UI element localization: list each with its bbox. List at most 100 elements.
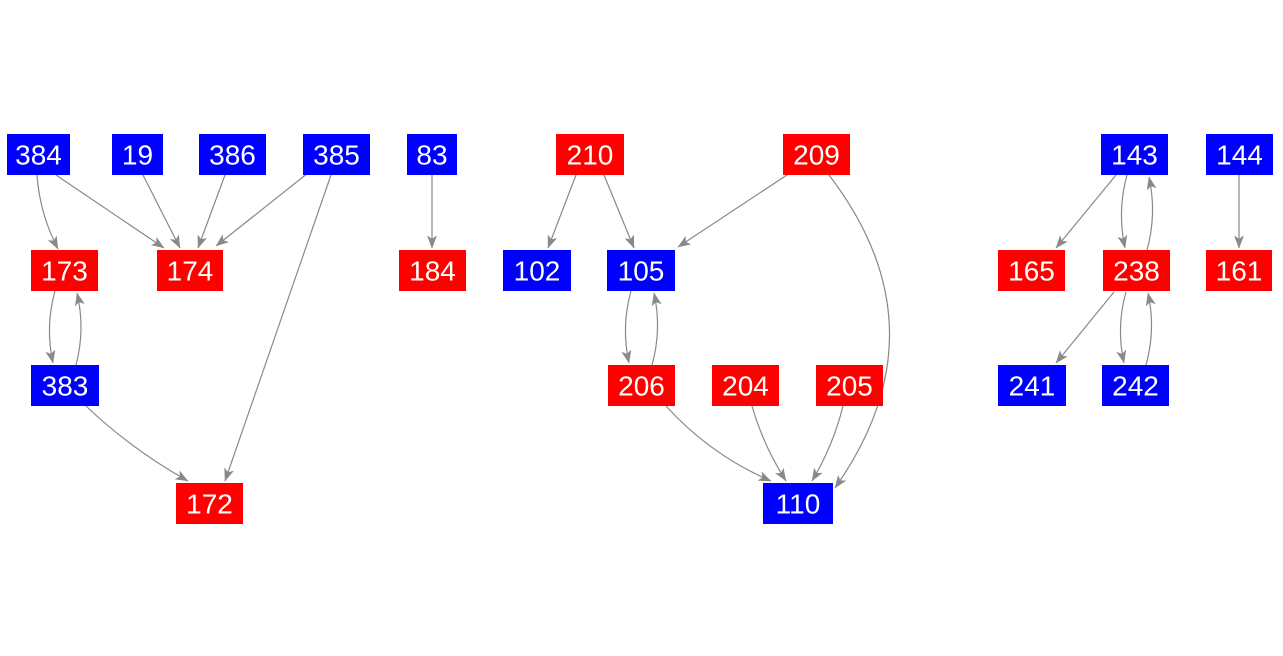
node-rect-384 [7, 134, 70, 175]
node-label-386: 386 [209, 140, 256, 171]
node-110: 110 [763, 483, 833, 524]
node-102: 102 [503, 250, 571, 291]
node-label-241: 241 [1009, 371, 1056, 402]
node-label-206: 206 [618, 371, 665, 402]
node-label-161: 161 [1216, 256, 1263, 287]
node-rect-206 [608, 365, 675, 406]
node-173: 173 [31, 250, 98, 291]
node-label-242: 242 [1112, 371, 1159, 402]
node-205: 205 [816, 365, 883, 406]
node-172: 172 [176, 483, 243, 524]
node-rect-241 [998, 365, 1066, 406]
edge-238-143 [1146, 176, 1157, 251]
node-label-110: 110 [776, 489, 821, 520]
node-rect-209 [783, 134, 850, 175]
node-rect-205 [816, 365, 883, 406]
edge-238-241 [1055, 291, 1115, 364]
edge-19-174 [142, 174, 181, 249]
edge-206-105 [651, 292, 662, 366]
node-rect-386 [199, 134, 266, 175]
node-rect-184 [399, 250, 466, 291]
node-label-210: 210 [567, 140, 614, 171]
node-rect-110 [763, 483, 833, 524]
edge-383-172 [85, 405, 189, 482]
node-242: 242 [1102, 365, 1169, 406]
edges-layer [36, 172, 1244, 489]
node-label-105: 105 [618, 256, 665, 287]
node-label-238: 238 [1113, 256, 1160, 287]
node-83: 83 [407, 134, 457, 175]
node-144: 144 [1206, 134, 1273, 175]
edge-173-383 [45, 290, 56, 364]
node-rect-102 [503, 250, 571, 291]
edge-383-173 [74, 292, 85, 366]
node-label-383: 383 [42, 371, 89, 402]
node-143: 143 [1101, 134, 1168, 175]
edge-210-102 [547, 174, 577, 249]
node-label-204: 204 [722, 371, 769, 402]
node-rect-143 [1101, 134, 1168, 175]
node-label-143: 143 [1111, 140, 1158, 171]
node-rect-238 [1103, 250, 1170, 291]
node-label-385: 385 [313, 140, 360, 171]
node-rect-165 [998, 250, 1065, 291]
node-rect-105 [607, 250, 675, 291]
node-rect-173 [31, 250, 98, 291]
node-label-102: 102 [514, 256, 561, 287]
node-label-205: 205 [826, 371, 873, 402]
node-label-209: 209 [793, 140, 840, 171]
edge-385-174 [215, 172, 309, 247]
node-383: 383 [31, 365, 99, 406]
edge-209-105 [677, 172, 791, 248]
node-rect-204 [712, 365, 779, 406]
edge-209-110 [828, 174, 891, 489]
node-210: 210 [556, 134, 624, 175]
node-label-83: 83 [416, 140, 447, 171]
node-label-144: 144 [1216, 140, 1263, 171]
node-rect-19 [112, 134, 163, 175]
node-209: 209 [783, 134, 850, 175]
edge-384-173 [36, 174, 59, 250]
edge-384-174 [55, 174, 165, 249]
node-385: 385 [303, 134, 370, 175]
edge-143-165 [1055, 174, 1117, 249]
edge-206-110 [665, 405, 772, 482]
node-rect-210 [556, 134, 624, 175]
node-238: 238 [1103, 250, 1170, 291]
node-161: 161 [1206, 250, 1272, 291]
node-184: 184 [399, 250, 466, 291]
node-label-174: 174 [167, 256, 214, 287]
edge-385-172 [224, 174, 332, 482]
node-rect-242 [1102, 365, 1169, 406]
edge-205-110 [811, 405, 844, 482]
edge-386-174 [197, 174, 226, 249]
edge-204-110 [751, 405, 787, 482]
node-label-384: 384 [15, 140, 62, 171]
node-rect-144 [1206, 134, 1273, 175]
edge-238-242 [1116, 291, 1127, 364]
node-206: 206 [608, 365, 675, 406]
node-label-184: 184 [409, 256, 456, 287]
node-384: 384 [7, 134, 70, 175]
node-165: 165 [998, 250, 1065, 291]
node-rect-172 [176, 483, 243, 524]
edge-210-105 [603, 174, 635, 249]
node-204: 204 [712, 365, 779, 406]
node-label-165: 165 [1008, 256, 1055, 287]
node-rect-385 [303, 134, 370, 175]
node-rect-83 [407, 134, 457, 175]
edge-105-206 [621, 290, 632, 364]
node-105: 105 [607, 250, 675, 291]
node-rect-161 [1206, 250, 1272, 291]
edge-242-238 [1145, 292, 1156, 366]
node-241: 241 [998, 365, 1066, 406]
node-label-172: 172 [186, 489, 233, 520]
node-rect-174 [157, 250, 223, 291]
node-19: 19 [112, 134, 163, 175]
node-label-19: 19 [122, 140, 153, 171]
edge-143-238 [1117, 174, 1128, 249]
nodes-layer: 384 19 386 385 83 210 209 143 144 173 174 184 102 105… [7, 134, 1273, 524]
node-386: 386 [199, 134, 266, 175]
node-rect-383 [31, 365, 99, 406]
